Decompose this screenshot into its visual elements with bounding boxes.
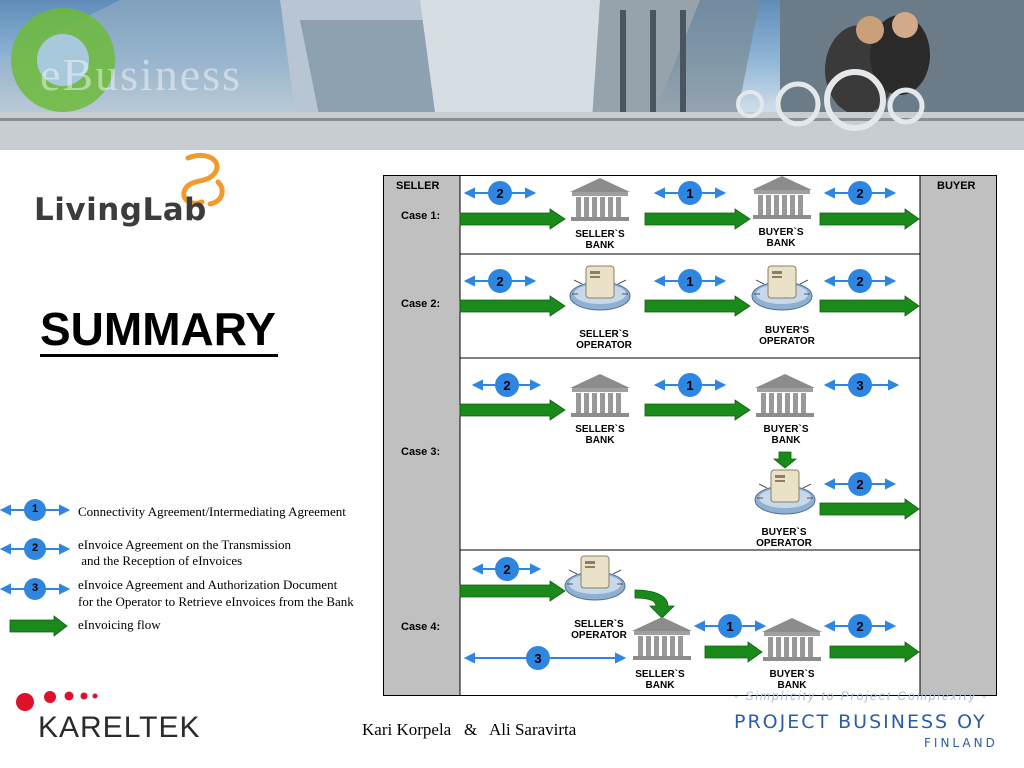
legend-badge-2: 2 xyxy=(31,542,39,554)
badge-c3-2: 1 xyxy=(686,378,694,393)
badge-c2-1: 2 xyxy=(496,274,504,289)
c3-buyer-bank-label: BUYER`S BANK xyxy=(763,424,809,446)
case-4-label: Case 4: xyxy=(401,621,441,633)
flow-arrows xyxy=(459,208,920,663)
badge-c1-3: 2 xyxy=(856,186,864,201)
case-1-label: Case 1: xyxy=(401,210,441,222)
legend-item-2-line2: and the Reception of eInvoices xyxy=(78,553,243,568)
badge-c1-1: 2 xyxy=(496,186,504,201)
livinglab-swirl-icon xyxy=(181,152,225,207)
kareltek-dots-icon xyxy=(16,691,98,711)
legend-item-2-line1: eInvoice Agreement on the Transmission xyxy=(78,537,292,552)
header-banner: eBusiness xyxy=(0,0,1024,150)
c3-buyer-operator-label: BUYER`S OPERATOR xyxy=(756,527,812,549)
banner-watermark: eBusiness xyxy=(40,49,242,100)
c2-buyer-operator-label: BUYER'S OPERATOR xyxy=(759,325,815,347)
seller-header: SELLER xyxy=(396,180,440,192)
badge-c4-2: 1 xyxy=(726,619,734,634)
case-3-label: Case 3: xyxy=(401,446,441,458)
badge-c2-3: 2 xyxy=(856,274,864,289)
page-title: SUMMARY xyxy=(40,303,278,357)
legend-item-4: eInvoicing flow xyxy=(78,617,161,632)
legend-item-3-line2: for the Operator to Retrieve eInvoices f… xyxy=(78,594,354,609)
c3-seller-bank-label: SELLER`S BANK xyxy=(575,424,625,446)
buyer-column xyxy=(920,176,996,695)
badge-c1-2: 1 xyxy=(686,186,694,201)
badge-c3-3: 3 xyxy=(856,378,864,393)
legend-badge-1: 1 xyxy=(31,503,39,515)
pb-country: FINLAND xyxy=(924,736,998,750)
authors: Kari Korpela & Ali Saravirta xyxy=(362,720,577,739)
badge-c4-3: 2 xyxy=(856,619,864,634)
c1-seller-bank-label: SELLER`S BANK xyxy=(575,229,625,251)
legend-badge-3: 3 xyxy=(31,582,39,594)
c4-seller-bank-label: SELLER`S BANK xyxy=(635,669,685,691)
c4-seller-operator-label: SELLER`S OPERATOR xyxy=(571,619,627,641)
badge-c4-1: 2 xyxy=(503,562,511,577)
pb-name: PROJECT BUSINESS OY xyxy=(734,711,987,733)
legend-graphics xyxy=(0,499,71,637)
legend-item-3-line1: eInvoice Agreement and Authorization Doc… xyxy=(78,577,338,592)
badge-c4-4: 3 xyxy=(534,651,542,666)
badge-c3-1: 2 xyxy=(503,378,511,393)
agreement-arrows xyxy=(463,187,900,664)
banner-graphic xyxy=(0,0,1024,150)
badge-c2-2: 1 xyxy=(686,274,694,289)
legend-item-1: Connectivity Agreement/Intermediating Ag… xyxy=(78,504,346,519)
buyer-header: BUYER xyxy=(937,180,976,192)
seller-column xyxy=(384,176,460,695)
agreement-badges xyxy=(488,181,872,670)
badge-c3-4: 2 xyxy=(856,477,864,492)
kareltek-logo: KARELTEK xyxy=(38,711,201,744)
pb-tagline: - Simplicity to Project Complexity - xyxy=(734,689,989,703)
c2-seller-operator-label: SELLER`S OPERATOR xyxy=(576,329,632,351)
case-2-label: Case 2: xyxy=(401,298,441,310)
c1-buyer-bank-label: BUYER`S BANK xyxy=(758,227,804,249)
c4-buyer-bank-label: BUYER`S BANK xyxy=(769,669,815,691)
livinglab-logo: LivingLab xyxy=(34,192,207,228)
